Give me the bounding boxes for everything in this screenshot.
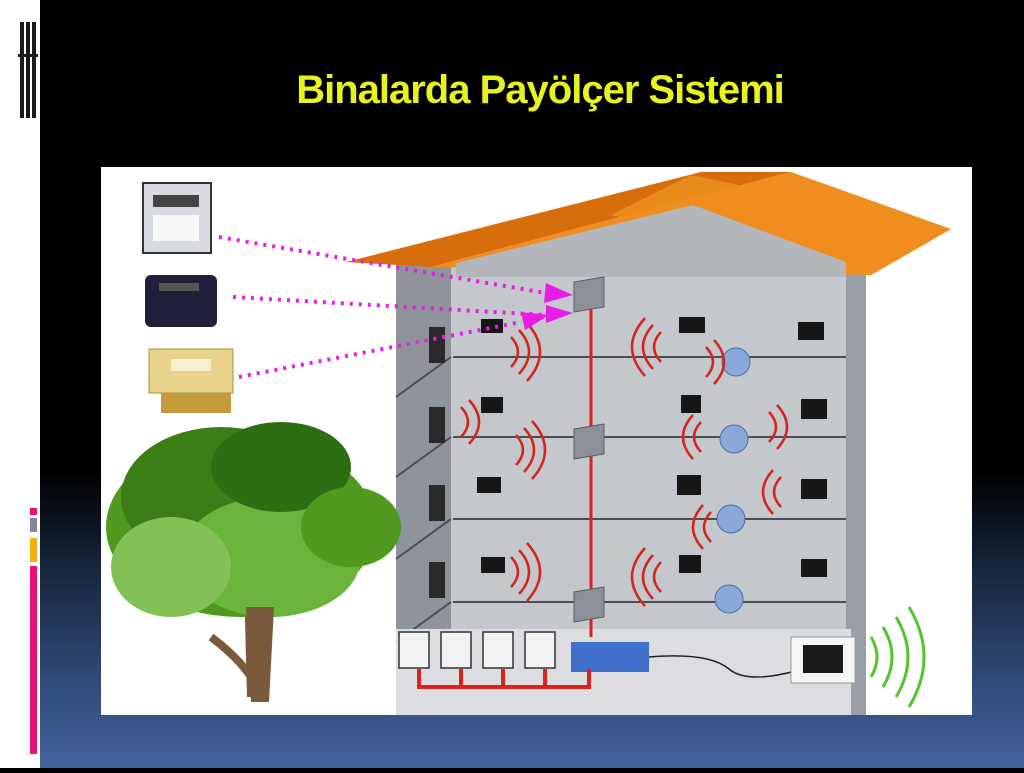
metering-illustration xyxy=(101,167,972,715)
data-concentrators xyxy=(573,276,605,623)
side-wall-meters xyxy=(429,327,445,598)
slide-decoration xyxy=(18,22,38,754)
water-meter-icon xyxy=(148,348,234,413)
radio-signal-waves xyxy=(460,317,789,607)
building-side-wall xyxy=(396,262,451,715)
tree-icon xyxy=(106,422,401,702)
gsm-modem-icon xyxy=(803,645,843,673)
left-white-strip xyxy=(0,0,40,768)
central-gateway xyxy=(571,642,649,672)
basement-electricity-meters xyxy=(398,631,556,669)
heat-cost-allocators xyxy=(477,317,827,577)
slide-title: Binalarda Payölçer Sistemi xyxy=(296,68,785,112)
water-meters xyxy=(714,347,751,614)
data-flow-arrows xyxy=(218,235,547,379)
gas-meter-icon xyxy=(145,275,217,327)
wireless-transmission-waves xyxy=(869,606,926,708)
electricity-meter-icon xyxy=(142,182,212,254)
window-icon xyxy=(18,22,38,118)
